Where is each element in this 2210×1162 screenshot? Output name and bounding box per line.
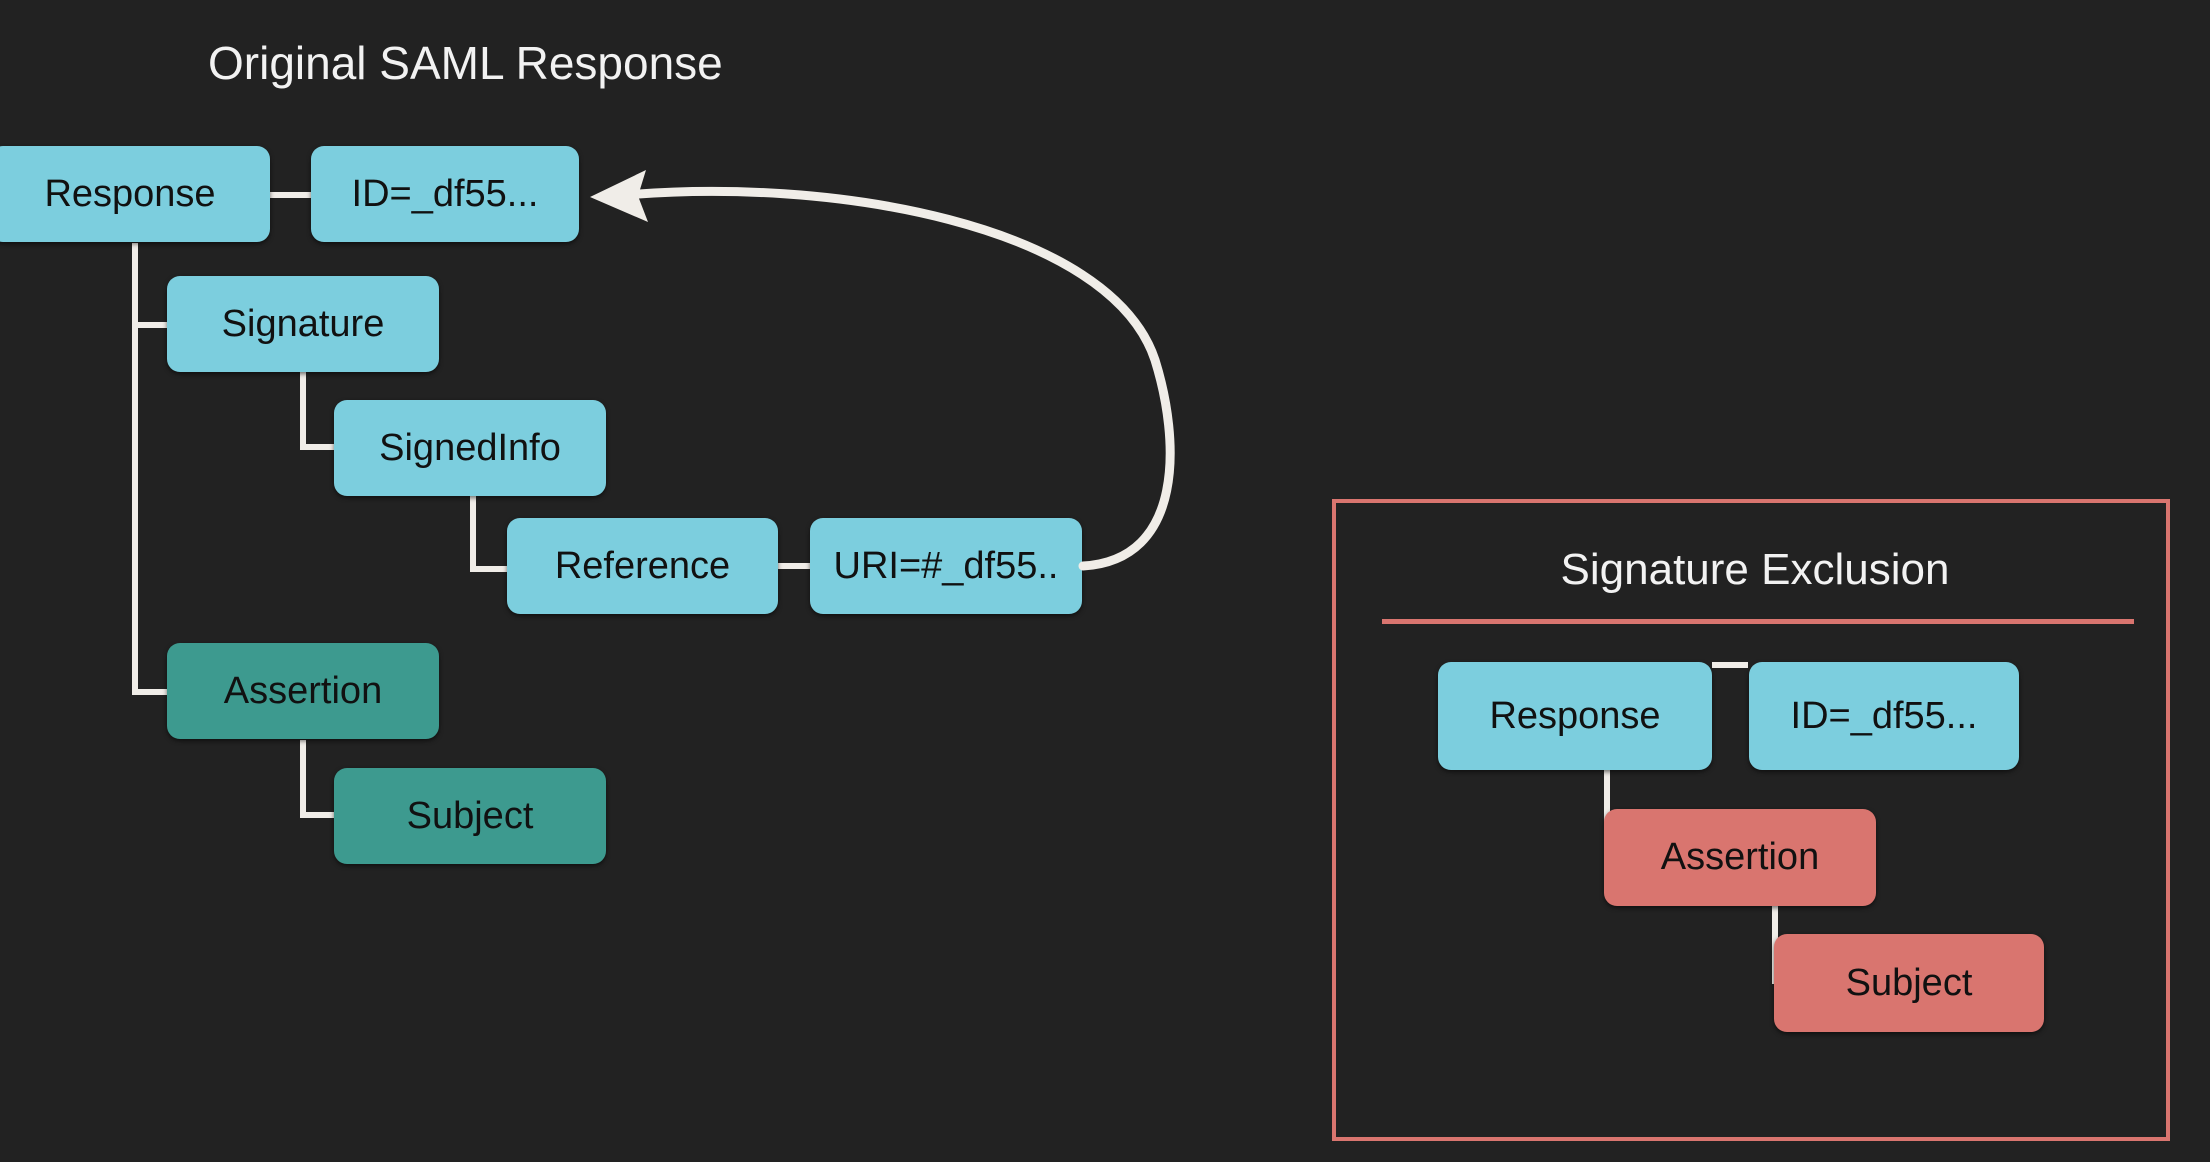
connector-signedinfo-to-reference-vertical xyxy=(470,494,476,572)
connector-reference-to-uri xyxy=(776,563,812,569)
left-diagram-title: Original SAML Response xyxy=(208,37,723,89)
connector-response-to-signature-horizontal xyxy=(132,322,170,328)
connector-signature-to-signedinfo-vertical xyxy=(300,370,306,450)
node-assertion-excluded-label: Assertion xyxy=(1660,836,1820,878)
connector-response-to-id xyxy=(268,192,312,198)
node-subject-excluded[interactable]: Subject xyxy=(1774,934,2044,1032)
node-id-attribute-excluded[interactable]: ID=_df55... xyxy=(1749,662,2019,770)
node-response[interactable]: Response xyxy=(0,146,270,242)
node-signature[interactable]: Signature xyxy=(167,276,439,372)
connector-signature-to-signedinfo-horizontal xyxy=(300,444,340,450)
node-uri-attribute[interactable]: URI=#_df55.. xyxy=(810,518,1082,614)
node-response-excluded[interactable]: Response xyxy=(1438,662,1712,770)
node-id-attribute-excluded-label: ID=_df55... xyxy=(1790,694,1978,737)
node-assertion[interactable]: Assertion xyxy=(167,643,439,739)
node-reference-label: Reference xyxy=(554,544,731,587)
panel-divider xyxy=(1382,619,2134,624)
connector-assertion-to-subject-horizontal xyxy=(300,812,342,818)
connector-signedinfo-to-reference-horizontal xyxy=(470,566,512,572)
node-id-attribute-label: ID=_df55... xyxy=(351,172,539,215)
node-subject-label: Subject xyxy=(406,794,534,837)
node-uri-attribute-label: URI=#_df55.. xyxy=(833,544,1059,587)
node-id-attribute[interactable]: ID=_df55... xyxy=(311,146,579,242)
connector-assertion-to-subject-vertical xyxy=(300,740,306,818)
connector-response-to-assertion-vertical xyxy=(132,243,138,695)
node-subject-excluded-label: Subject xyxy=(1845,961,1973,1004)
node-signedinfo-label: SignedInfo xyxy=(379,426,561,469)
signature-exclusion-panel: Signature Exclusion Response ID=_df55...… xyxy=(1332,499,2170,1141)
connector-response2-to-assertion2-vertical xyxy=(1604,770,1610,850)
signature-exclusion-title: Signature Exclusion xyxy=(1560,545,1950,594)
connector-response-to-assertion-horizontal xyxy=(132,689,172,695)
connector-response2-to-id2 xyxy=(1712,662,1748,668)
node-subject[interactable]: Subject xyxy=(334,768,606,864)
node-assertion-label: Assertion xyxy=(223,669,383,712)
node-signature-label: Signature xyxy=(221,302,385,345)
node-signedinfo[interactable]: SignedInfo xyxy=(334,400,606,496)
node-reference[interactable]: Reference xyxy=(507,518,778,614)
node-response-excluded-label: Response xyxy=(1489,694,1661,737)
node-response-label: Response xyxy=(44,172,216,215)
node-assertion-excluded[interactable]: Assertion xyxy=(1604,809,1876,906)
